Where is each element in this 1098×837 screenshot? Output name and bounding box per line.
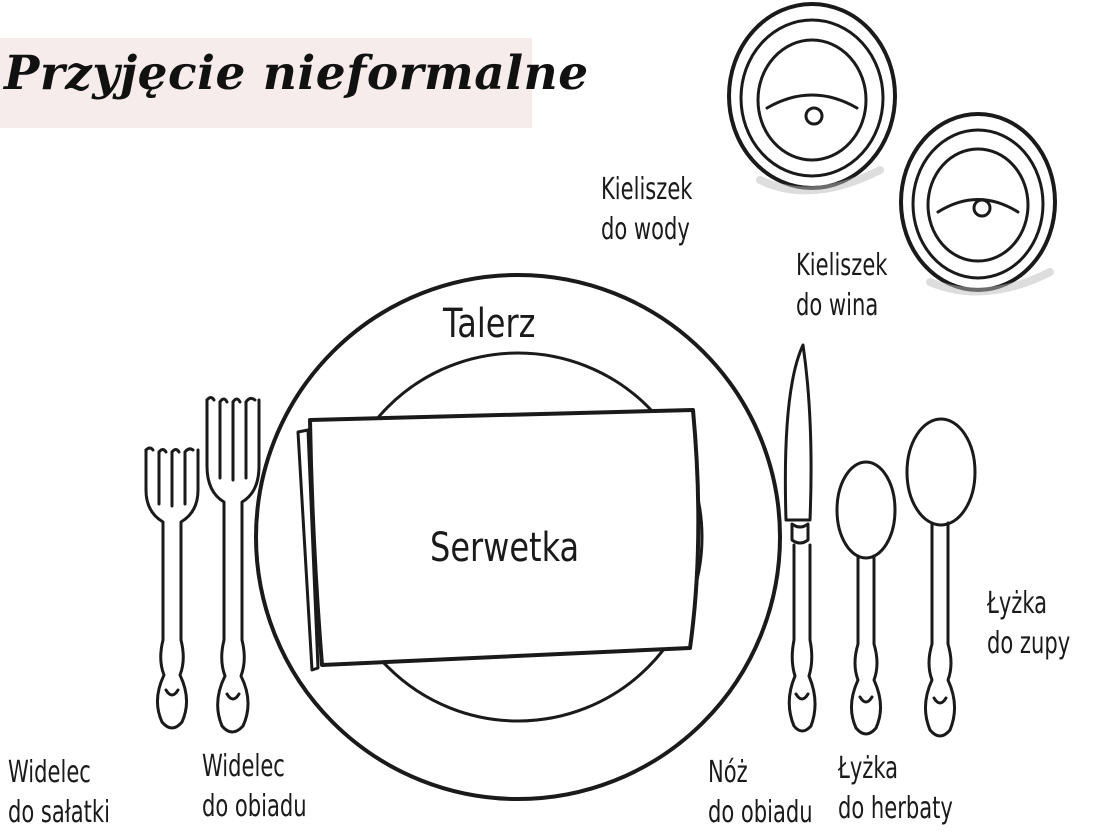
label-water-glass-line-1: Kieliszek (601, 170, 692, 210)
salad-fork-icon (146, 448, 198, 728)
label-napkin: Serwetka (430, 526, 579, 570)
label-salad-fork: Widelec do sałatki (8, 753, 110, 833)
dinner-fork-icon (207, 398, 259, 733)
water-glass-icon (729, 4, 895, 190)
label-soup-spoon-line-1: Łyżka (987, 584, 1070, 624)
tea-spoon-icon (837, 462, 895, 734)
label-soup-spoon: Łyżka do zupy (987, 584, 1070, 664)
label-tea-spoon: Łyżka do herbaty (838, 749, 953, 829)
label-dinner-fork-line-1: Widelec (202, 747, 307, 787)
label-salad-fork-line-1: Widelec (8, 753, 110, 793)
label-plate: Talerz (443, 302, 535, 346)
label-water-glass-line-2: do wody (601, 210, 692, 250)
label-tea-spoon-line-2: do herbaty (838, 789, 953, 829)
label-salad-fork-line-2: do sałatki (8, 793, 110, 833)
label-dinner-knife: Nóż do obiadu (708, 753, 813, 833)
label-dinner-fork: Widelec do obiadu (202, 747, 307, 827)
label-wine-glass-line-1: Kieliszek (796, 246, 887, 286)
label-wine-glass: Kieliszek do wina (796, 246, 887, 326)
soup-spoon-icon (907, 419, 975, 736)
label-water-glass: Kieliszek do wody (601, 170, 692, 250)
wine-glass-icon (901, 114, 1055, 291)
label-dinner-knife-line-2: do obiadu (708, 793, 813, 833)
dinner-knife-icon (785, 345, 815, 731)
label-tea-spoon-line-1: Łyżka (838, 749, 953, 789)
label-soup-spoon-line-2: do zupy (987, 624, 1070, 664)
label-wine-glass-line-2: do wina (796, 286, 887, 326)
label-dinner-fork-line-2: do obiadu (202, 787, 307, 827)
label-dinner-knife-line-1: Nóż (708, 753, 813, 793)
